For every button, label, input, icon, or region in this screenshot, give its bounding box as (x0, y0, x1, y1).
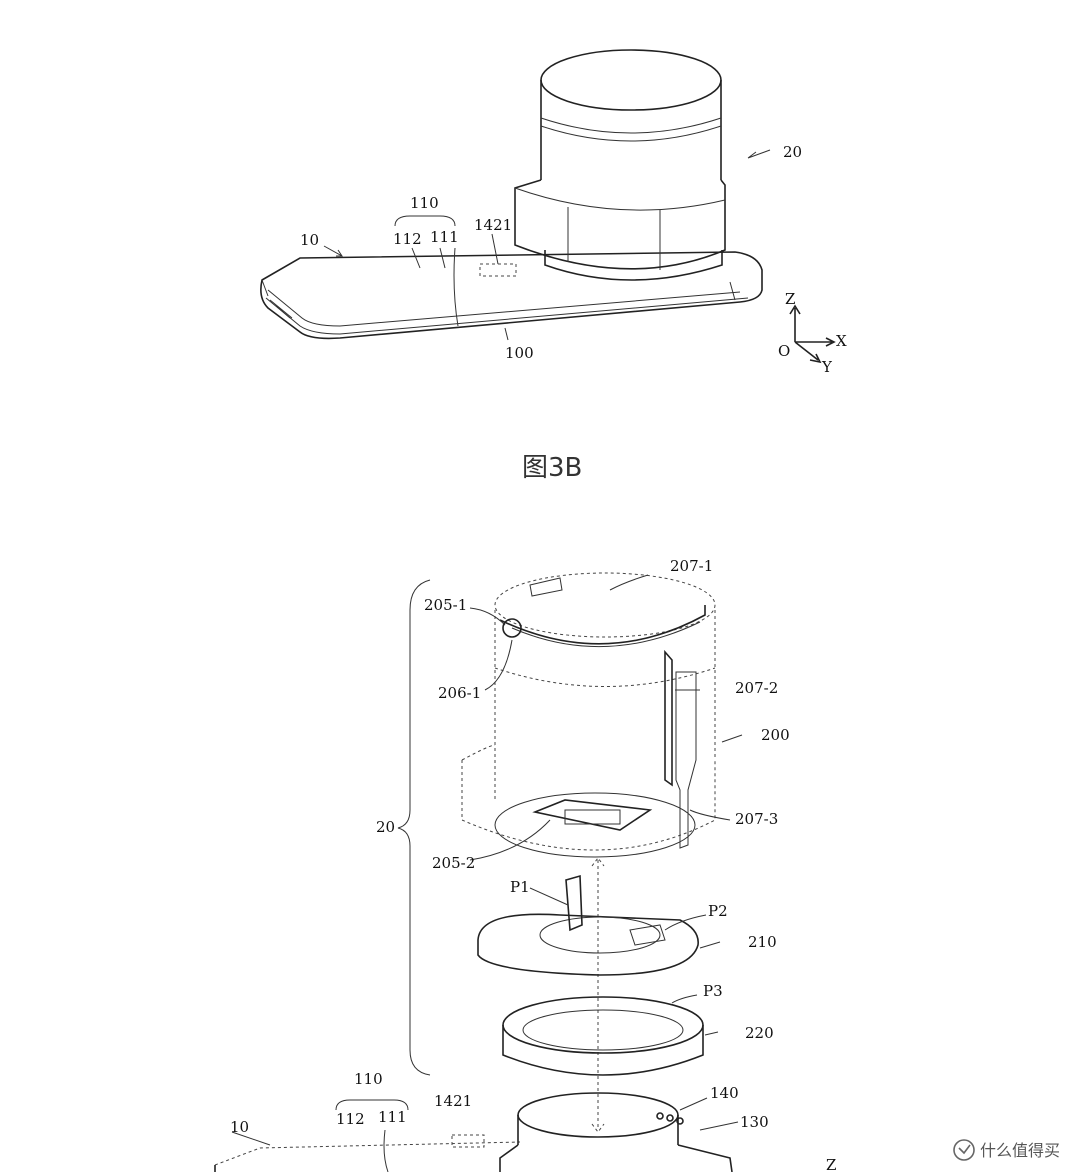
figure-caption-3b: 图3B (522, 453, 582, 483)
leader-10 (323, 245, 343, 257)
watermark-text: 什么值得买 (980, 1141, 1060, 1160)
flex-207-2-drawing (664, 649, 697, 849)
plate-210-drawing (477, 874, 699, 976)
label-207-3: 207-3 (735, 810, 778, 828)
figure-3c: 207-1 205-1 206-1 207-2 200 20 207-3 205… (214, 557, 836, 1172)
label-200: 200 (761, 726, 790, 744)
label-20-3c: 20 (376, 818, 395, 836)
axis-x-label: X (836, 332, 847, 350)
watermark: 什么值得买 (953, 1139, 1060, 1161)
label-205-2: 205-2 (432, 854, 475, 872)
ring-220-drawing (502, 996, 704, 1076)
label-112-3c: 112 (336, 1110, 365, 1128)
label-111: 111 (430, 228, 459, 246)
brace-110 (394, 215, 456, 227)
camera-module-drawing (514, 49, 726, 281)
axis-z-label-3c: Z (826, 1156, 836, 1172)
phone-body-drawing (260, 247, 763, 340)
axis-z-label: Z (785, 290, 795, 308)
smzdm-logo-icon (953, 1139, 975, 1161)
axis-triad-3b (789, 304, 836, 364)
label-207-1: 207-1 (670, 557, 713, 575)
label-20: 20 (783, 143, 802, 161)
label-p1: P1 (510, 878, 530, 896)
lower-phone-drawing (214, 1092, 733, 1172)
figure-3b: 20 10 110 112 111 1421 100 Z X Y O 图3B (260, 49, 847, 483)
brace-20 (397, 579, 431, 1076)
sensor-board-drawing (494, 792, 696, 858)
label-210: 210 (748, 933, 777, 951)
label-111-3c: 111 (378, 1108, 407, 1126)
label-140: 140 (710, 1084, 739, 1102)
leaders-110-group (411, 233, 509, 341)
label-100: 100 (505, 344, 534, 362)
label-10-3c: 10 (230, 1118, 249, 1136)
label-10: 10 (300, 231, 319, 249)
label-112: 112 (393, 230, 422, 248)
label-130: 130 (740, 1113, 769, 1131)
label-110: 110 (410, 194, 439, 212)
housing-200-drawing (461, 610, 716, 851)
optical-axis (591, 857, 605, 1133)
axis-o-label: O (778, 342, 790, 360)
label-206-1: 206-1 (438, 684, 481, 702)
leader-20 (747, 149, 771, 159)
label-207-2: 207-2 (735, 679, 778, 697)
label-220: 220 (745, 1024, 774, 1042)
axis-y-label: Y (821, 358, 833, 376)
label-p2: P2 (708, 902, 728, 920)
label-205-1: 205-1 (424, 596, 467, 614)
label-1421: 1421 (474, 216, 512, 234)
label-1421-3c: 1421 (434, 1092, 472, 1110)
leaders-3c (231, 574, 743, 1146)
label-p3: P3 (703, 982, 723, 1000)
label-110-3c: 110 (354, 1070, 383, 1088)
top-cover-drawing (494, 572, 716, 648)
